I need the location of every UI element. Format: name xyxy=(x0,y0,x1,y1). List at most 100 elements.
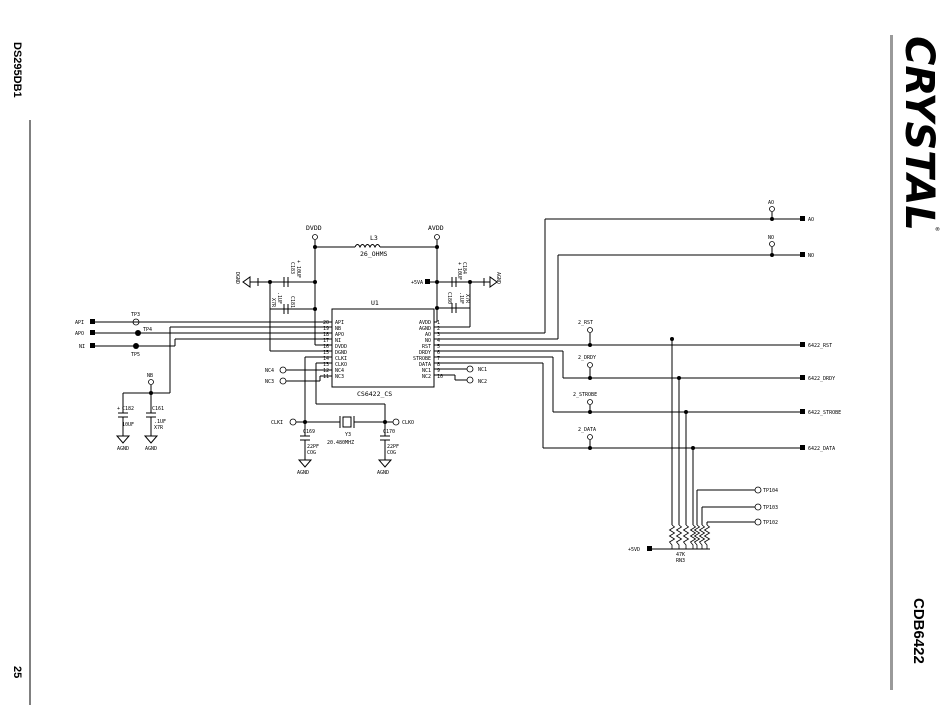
ao-label: AO xyxy=(808,217,814,223)
c184-value: + 10UF xyxy=(456,262,462,280)
input-api-label: API xyxy=(75,320,84,326)
u1-part: CS6422_CS xyxy=(357,390,392,398)
svg-text:CRYSTAL: CRYSTAL xyxy=(896,36,942,231)
nc3-terminal xyxy=(279,377,287,385)
p5va-label: +5VA xyxy=(411,280,423,286)
u1-pin-19-name: NB xyxy=(335,326,341,332)
c161-value: .1UF xyxy=(154,419,166,425)
no-terminal xyxy=(769,241,775,247)
tp3 xyxy=(132,318,140,326)
dgnd-label: DGND xyxy=(234,272,240,284)
tp103-label: TP103 xyxy=(763,505,778,511)
u1-pin-14-name: CLKI xyxy=(335,356,347,362)
nb-terminal xyxy=(148,379,154,385)
ao-port xyxy=(800,216,805,221)
rst-connector: 6422_RST xyxy=(808,343,832,349)
rst-terminal xyxy=(587,327,593,333)
agnd-symbol-c170 xyxy=(377,459,393,468)
tp104 xyxy=(754,486,762,494)
inductor-l3 xyxy=(354,244,381,249)
rn3-resistor-7 xyxy=(703,524,711,549)
crystal-logo: CRYSTAL ® xyxy=(896,36,942,231)
u1-pin-17-name: NI xyxy=(335,338,341,344)
u1-pin-2-number: 2 xyxy=(437,326,440,332)
u1-pin-6-name: DRDY xyxy=(419,350,431,356)
c161-ref: C161 xyxy=(152,406,164,412)
agnd-label-c169: AGND xyxy=(297,470,309,476)
data-terminal xyxy=(587,434,593,440)
clko-terminal xyxy=(392,418,400,426)
y3-value: 20.480MHZ xyxy=(327,440,354,446)
strobe-terminal xyxy=(587,399,593,405)
data-connector: 6422_DATA xyxy=(808,446,835,452)
page-number: 25 xyxy=(11,666,23,678)
ao-terminal xyxy=(769,206,775,212)
tp4 xyxy=(135,330,141,336)
u1-pin-11-number: 11 xyxy=(323,374,329,380)
u1-pin-20-number: 20 xyxy=(323,320,329,326)
c161-type: X7R xyxy=(154,425,164,431)
rn3-ref: RN3 xyxy=(676,558,685,564)
y3-ref: Y3 xyxy=(345,432,351,438)
no-label: NO xyxy=(808,253,814,259)
rn3-resistor-3 xyxy=(682,524,690,549)
c169-type: COG xyxy=(307,450,316,456)
c181-value: .1UF xyxy=(276,292,282,304)
u1-pin-1-number: 1 xyxy=(437,320,440,326)
rn3-resistor-5 xyxy=(693,524,701,549)
tp3-label: TP3 xyxy=(131,312,140,318)
nc3-label: NC3 xyxy=(265,379,274,385)
u1-pin-3-number: 3 xyxy=(437,332,440,338)
clki-label: CLKI xyxy=(271,420,283,426)
drdy-terminal xyxy=(587,362,593,368)
u1-pin-3-name: AO xyxy=(425,332,431,338)
l3-value: 26_OHMS xyxy=(360,250,387,258)
tp104-label: TP104 xyxy=(763,488,778,494)
board-name: CDB6422 xyxy=(910,598,927,664)
drdy-net-label: 2_DRDY xyxy=(578,355,596,361)
agnd-symbol-c161 xyxy=(143,435,159,444)
dgnd-symbol xyxy=(242,276,258,288)
u1-pin-10-number: 10 xyxy=(437,374,443,380)
c180-type: X7R xyxy=(464,294,470,304)
p5vd-port xyxy=(647,546,652,551)
strobe-port xyxy=(800,409,805,414)
drdy-connector: 6422_DRDY xyxy=(808,376,835,382)
nc2-label: NC2 xyxy=(478,379,487,385)
c181-type: X7R xyxy=(270,298,276,308)
u1-pin-4-name: NO xyxy=(425,338,431,344)
clko-label: CLKO xyxy=(402,420,414,426)
no-port xyxy=(800,252,805,257)
u1-pin-12-number: 12 xyxy=(323,368,329,374)
no-top-label: NO xyxy=(768,235,774,241)
u1-pin-9-number: 9 xyxy=(437,368,440,374)
tp102 xyxy=(754,518,762,526)
rn3-resistor-2 xyxy=(675,524,683,549)
u1-pin-7-name: STROBE xyxy=(413,356,431,362)
rn3-resistor-4 xyxy=(689,524,697,549)
u1-ref: U1 xyxy=(371,299,379,307)
c170-value: 22PF xyxy=(387,444,399,450)
u1-pin-19-number: 19 xyxy=(323,326,329,332)
input-api xyxy=(90,319,95,324)
resistor-network-rn3 xyxy=(668,524,711,549)
nc1-terminal xyxy=(466,365,474,373)
c169-ref: C169 xyxy=(303,429,315,435)
nc2-terminal xyxy=(466,376,474,384)
agnd-symbol-top xyxy=(484,276,498,288)
p5va-port xyxy=(425,279,430,284)
input-ni xyxy=(90,343,95,348)
c181-ref: C181 xyxy=(289,296,295,308)
svg-text:®: ® xyxy=(933,227,941,231)
u1-pin-10-name: NC2 xyxy=(422,374,431,380)
tp5-label: TP5 xyxy=(131,352,140,358)
data-net-label: 2_DATA xyxy=(578,427,596,433)
u1-pin-11-name: NC3 xyxy=(335,374,344,380)
tp102-label: TP102 xyxy=(763,520,778,526)
agnd-label-c182: AGND xyxy=(117,446,129,452)
u1-pin-17-number: 17 xyxy=(323,338,329,344)
rn3-resistor-1 xyxy=(668,524,676,549)
u1-pin-16-number: 16 xyxy=(323,344,329,350)
u1-pin-14-number: 14 xyxy=(323,356,329,362)
